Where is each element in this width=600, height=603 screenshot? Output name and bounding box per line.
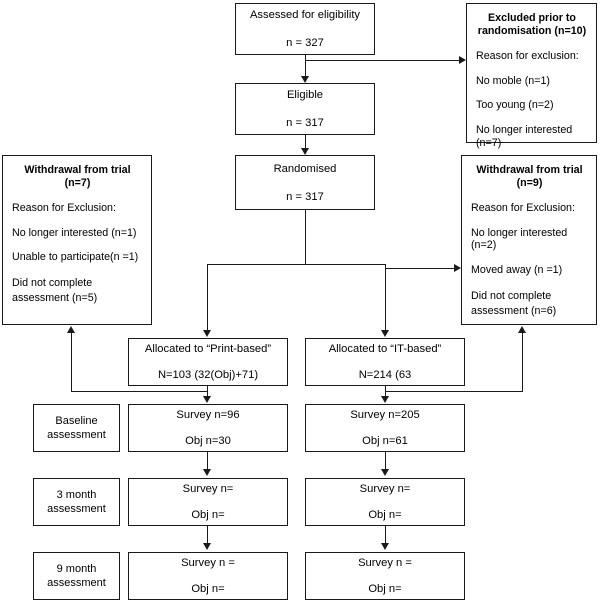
month3-it-survey: Survey n= bbox=[359, 483, 411, 495]
assessed-count: n = 327 bbox=[286, 37, 324, 49]
arrowhead-withdrawal-right-entry bbox=[454, 263, 461, 272]
alloc-it-label: Allocated to “IT-based” bbox=[328, 343, 442, 355]
arrowhead-alloc-print bbox=[202, 330, 211, 337]
connector-eligible-to-randomised bbox=[305, 135, 306, 149]
node-month3-print: Survey n= Obj n= bbox=[128, 478, 288, 526]
connector-it-to-withdrawal-right-v bbox=[522, 333, 523, 391]
baseline-it-survey: Survey n=205 bbox=[350, 409, 420, 421]
excluded-title: Excluded prior to randomisation (n=10) bbox=[477, 12, 587, 37]
connector-randomised-split-bar bbox=[207, 264, 386, 265]
timepoint-label-3-month: 3 month assessment bbox=[33, 478, 120, 526]
node-randomised: Randomised n = 317 bbox=[235, 155, 375, 210]
baseline-it-obj: Obj n=61 bbox=[362, 435, 408, 447]
panel-withdrawal-left: Withdrawal from trial (n=7) Reason for E… bbox=[2, 155, 152, 325]
month9-it-survey: Survey n = bbox=[358, 557, 412, 569]
withdrawal-right-reason-item: Moved away (n =1) bbox=[471, 264, 563, 277]
randomised-label: Randomised bbox=[273, 162, 337, 175]
month3-print-survey: Survey n= bbox=[182, 483, 234, 495]
arrowhead-randomised bbox=[300, 148, 309, 155]
arrowhead-withdrawal-left-entry bbox=[66, 326, 75, 333]
withdrawal-right-reason-header: Reason for Exclusion: bbox=[471, 201, 575, 214]
month3-it-obj: Obj n= bbox=[368, 509, 402, 521]
connector-print-to-withdrawal-left-h bbox=[71, 391, 208, 392]
connector-split-to-print bbox=[207, 264, 208, 331]
arrowhead-alloc-it bbox=[380, 330, 389, 337]
panel-withdrawal-right: Withdrawal from trial (n=9) Reason for E… bbox=[461, 155, 597, 325]
connector-baseline-to-month3-it bbox=[385, 452, 386, 469]
arrowhead-month9-print bbox=[202, 543, 211, 550]
arrowhead-baseline-it bbox=[380, 396, 389, 403]
arrowhead-withdrawal-right-up-entry bbox=[517, 326, 526, 333]
withdrawal-left-title: Withdrawal from trial (n=7) bbox=[24, 164, 131, 189]
timepoint-label-baseline: Baseline assessment bbox=[33, 404, 120, 452]
assessed-label: Assessed for eligibility bbox=[249, 9, 361, 21]
arrowhead-eligible bbox=[300, 76, 309, 83]
alloc-print-label: Allocated to “Print-based” bbox=[144, 343, 272, 355]
excluded-reason-item: Too young (n=2) bbox=[476, 99, 554, 112]
arrowhead-month9-it bbox=[380, 543, 389, 550]
node-month3-it: Survey n= Obj n= bbox=[305, 478, 465, 526]
connector-print-to-withdrawal-left-v bbox=[71, 333, 72, 391]
connector-assessed-to-eligible bbox=[305, 55, 306, 77]
panel-excluded-prior-to-randomisation: Excluded prior to randomisation (n=10) R… bbox=[466, 3, 597, 149]
arrowhead-month3-it bbox=[380, 469, 389, 476]
node-month9-it: Survey n = Obj n= bbox=[305, 552, 465, 600]
node-baseline-print: Survey n=96 Obj n=30 bbox=[128, 404, 288, 452]
eligible-label: Eligible bbox=[286, 89, 324, 101]
withdrawal-left-reason-item: Unable to participate(n =1) bbox=[12, 251, 139, 264]
node-eligible: Eligible n = 317 bbox=[235, 83, 375, 135]
node-baseline-it: Survey n=205 Obj n=61 bbox=[305, 404, 465, 452]
connector-split-to-it bbox=[385, 264, 386, 331]
withdrawal-right-reason-item: Did not complete assessment (n=6) bbox=[471, 290, 557, 317]
month9-it-obj: Obj n= bbox=[368, 583, 402, 595]
arrowhead-month3-print bbox=[202, 469, 211, 476]
month3-print-obj: Obj n= bbox=[191, 509, 225, 521]
connector-baseline-to-month3-print bbox=[207, 452, 208, 469]
alloc-it-count: N=214 (63 bbox=[358, 369, 412, 381]
excluded-reason-header: Reason for exclusion: bbox=[476, 49, 579, 62]
withdrawal-right-reason-item: No longer interested (n=2) bbox=[471, 226, 568, 252]
connector-split-to-withdrawal-right bbox=[385, 268, 454, 269]
excluded-reason-item: No moble (n=1) bbox=[476, 74, 550, 87]
month9-print-obj: Obj n= bbox=[191, 583, 225, 595]
excluded-reason-item: No longer interested (n=7) bbox=[476, 124, 573, 150]
month9-print-survey: Survey n = bbox=[181, 557, 235, 569]
withdrawal-left-reason-header: Reason for Exclusion: bbox=[12, 201, 116, 214]
node-allocated-it-based: Allocated to “IT-based” N=214 (63 bbox=[305, 338, 465, 386]
eligible-count: n = 317 bbox=[286, 117, 324, 129]
connector-assessed-to-excluded bbox=[305, 60, 459, 61]
baseline-print-survey: Survey n=96 bbox=[176, 409, 240, 421]
connector-it-to-withdrawal-right-h bbox=[385, 391, 523, 392]
node-month9-print: Survey n = Obj n= bbox=[128, 552, 288, 600]
withdrawal-left-reason-item: Did not complete assessment (n=5) bbox=[12, 277, 98, 304]
connector-month3-to-month9-print bbox=[207, 526, 208, 543]
timepoint-label-9-month: 9 month assessment bbox=[33, 552, 120, 600]
withdrawal-right-title: Withdrawal from trial (n=9) bbox=[476, 164, 583, 189]
connector-randomised-stem bbox=[305, 210, 306, 264]
withdrawal-left-reason-item: No longer interested (n=1) bbox=[12, 226, 137, 239]
arrowhead-baseline-print bbox=[202, 396, 211, 403]
randomised-count: n = 317 bbox=[286, 190, 324, 203]
connector-month3-to-month9-it bbox=[385, 526, 386, 543]
arrowhead-excluded-prior bbox=[459, 55, 466, 64]
node-allocated-print-based: Allocated to “Print-based” N=103 (32(Obj… bbox=[128, 338, 288, 386]
baseline-print-obj: Obj n=30 bbox=[185, 435, 231, 447]
alloc-print-count: N=103 (32(Obj)+71) bbox=[157, 369, 259, 381]
node-assessed-for-eligibility: Assessed for eligibility n = 327 bbox=[235, 3, 375, 55]
